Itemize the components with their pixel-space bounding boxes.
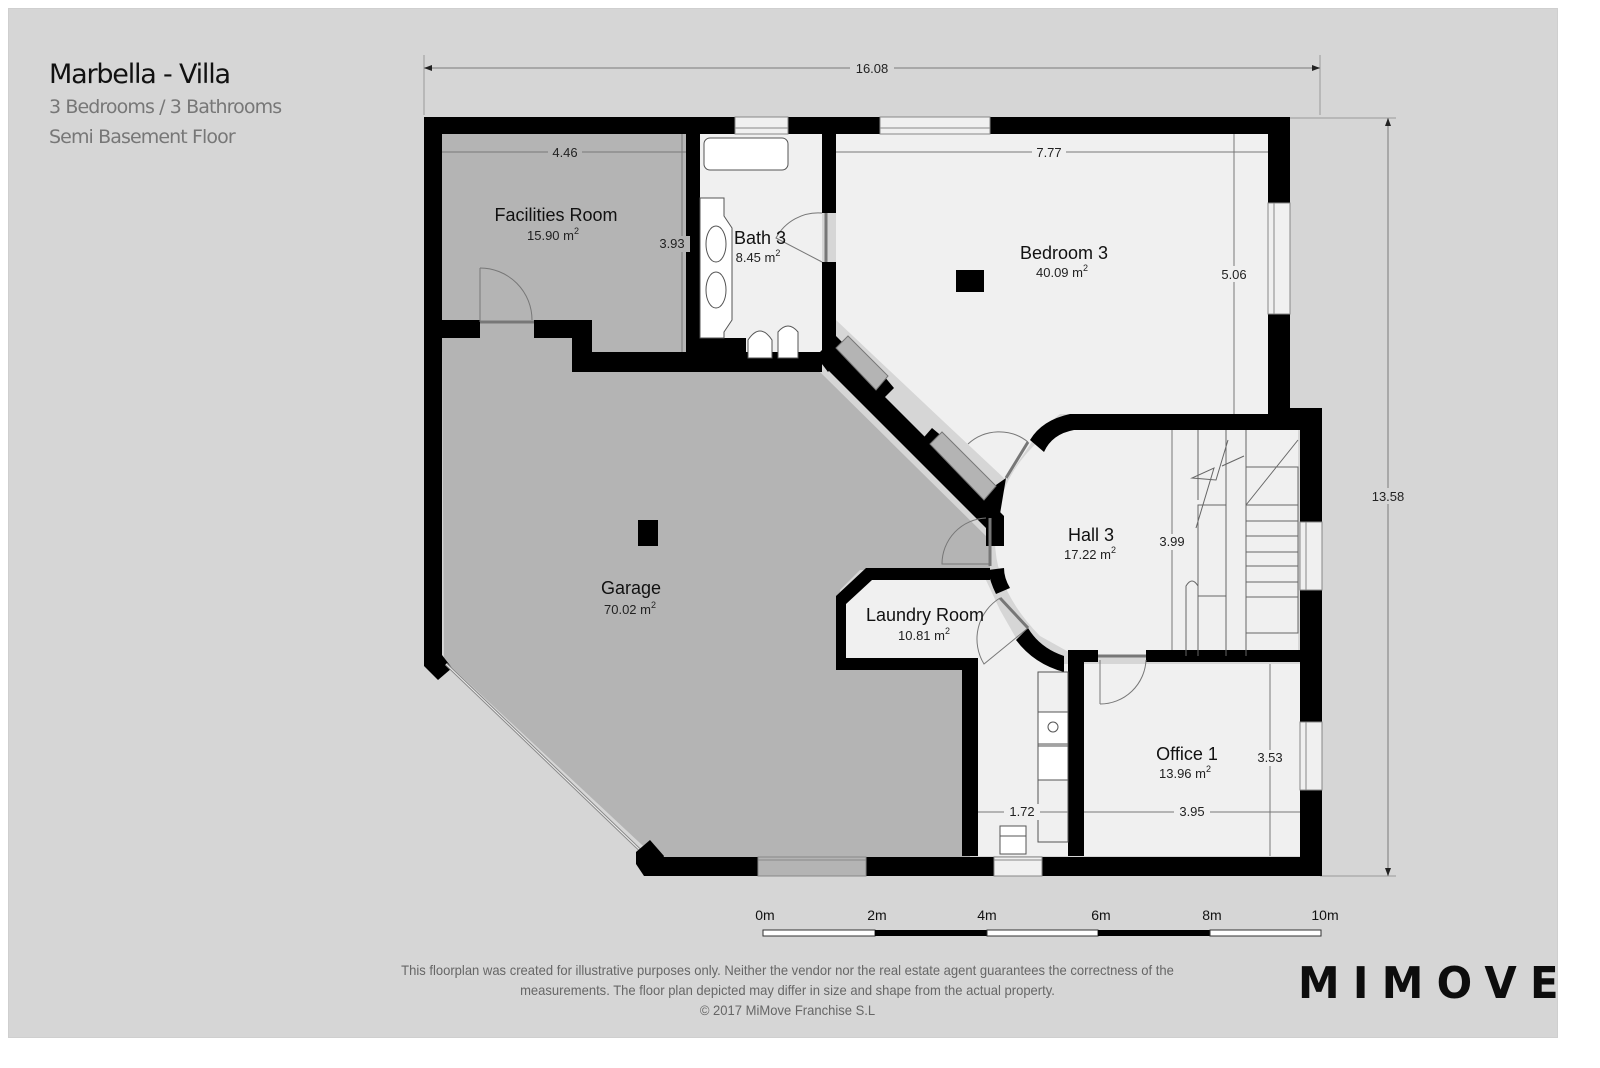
room-name: Facilities Room (494, 205, 617, 225)
floor-level: Semi Basement Floor (49, 126, 236, 148)
room-hall-3: Hall 3 17.22 m2 (1064, 525, 1116, 562)
room-area: 40.09 m (1036, 265, 1083, 280)
bidet-icon (777, 325, 799, 359)
office-height-label: 3.53 (1257, 750, 1282, 765)
laundry-fixtures (999, 671, 1069, 855)
doors (479, 212, 1147, 705)
mimove-logo: MIMOVE (1298, 958, 1572, 1009)
svg-text:13.96 m2: 13.96 m2 (1159, 764, 1211, 781)
disclaimer-line-2: measurements. The floor plan depicted ma… (520, 982, 1055, 998)
copyright: © 2017 MiMove Franchise S.L (699, 1002, 876, 1018)
sink-icon (705, 225, 727, 263)
svg-text:2m: 2m (867, 907, 886, 923)
closets (835, 335, 997, 501)
room-bedroom-3: Bedroom 3 40.09 m2 (1020, 243, 1108, 280)
svg-text:10m: 10m (1311, 907, 1338, 923)
room-name: Bath 3 (734, 228, 786, 248)
toilet-icon (747, 330, 773, 359)
plan-header: Marbella - Villa 3 Bedrooms / 3 Bathroom… (49, 58, 282, 152)
floor-fills (442, 134, 1302, 858)
laundry-width-label: 1.72 (1009, 804, 1034, 819)
room-garage: Garage 70.02 m2 (601, 578, 661, 617)
facilities-height-label: 3.93 (659, 236, 684, 251)
room-area: 17.22 m (1064, 547, 1111, 562)
property-title: Marbella - Villa (49, 59, 231, 90)
scale-bar: 0m 2m 4m 6m 8m 10m (755, 907, 1339, 937)
laundry-sink-icon (999, 825, 1027, 855)
room-name: Hall 3 (1068, 525, 1114, 545)
office-width-label: 3.95 (1179, 804, 1204, 819)
bedroom-height-label: 5.06 (1221, 267, 1246, 282)
svg-text:15.90 m2: 15.90 m2 (527, 226, 579, 243)
svg-text:17.22 m2: 17.22 m2 (1064, 545, 1116, 562)
room-facilities: Facilities Room 15.90 m2 (494, 205, 617, 243)
windows (734, 116, 1323, 877)
facilities-width-label: 4.46 (552, 145, 577, 160)
room-name: Bedroom 3 (1020, 243, 1108, 263)
svg-text:8.45 m2: 8.45 m2 (736, 248, 781, 265)
room-name: Laundry Room (866, 605, 984, 625)
sink-icon (705, 271, 727, 309)
bath-fixtures (699, 137, 799, 359)
disclaimer-line-1: This floorplan was created for illustrat… (401, 962, 1174, 978)
room-area: 13.96 m (1159, 766, 1206, 781)
room-name: Office 1 (1156, 744, 1218, 764)
room-name: Garage (601, 578, 661, 598)
staircase (1185, 430, 1299, 656)
svg-text:8m: 8m (1202, 907, 1221, 923)
svg-text:10.81 m2: 10.81 m2 (898, 626, 950, 643)
room-office-1: Office 1 13.96 m2 (1156, 744, 1218, 781)
hall-height-label: 3.99 (1159, 534, 1184, 549)
overall-height-label: 13.58 (1372, 489, 1405, 504)
svg-text:70.02 m2: 70.02 m2 (604, 600, 656, 617)
room-bath-3: Bath 3 8.45 m2 (734, 228, 786, 265)
room-area: 10.81 m (898, 628, 945, 643)
walls (424, 117, 1322, 876)
bathtub-icon (703, 137, 789, 171)
bedroom-width-label: 7.77 (1036, 145, 1061, 160)
svg-text:6m: 6m (1091, 907, 1110, 923)
property-rooms-summary: 3 Bedrooms / 3 Bathrooms (49, 96, 282, 118)
svg-text:40.09 m2: 40.09 m2 (1036, 263, 1088, 280)
disclaimer: This floorplan was created for illustrat… (371, 960, 1203, 1020)
dryer-icon (1037, 745, 1069, 781)
room-area: 8.45 m (736, 250, 776, 265)
room-laundry: Laundry Room 10.81 m2 (866, 605, 984, 643)
room-area: 15.90 m (527, 228, 574, 243)
svg-text:0m: 0m (755, 907, 774, 923)
svg-text:4m: 4m (977, 907, 996, 923)
overall-width-label: 16.08 (856, 61, 889, 76)
room-area: 70.02 m (604, 602, 651, 617)
